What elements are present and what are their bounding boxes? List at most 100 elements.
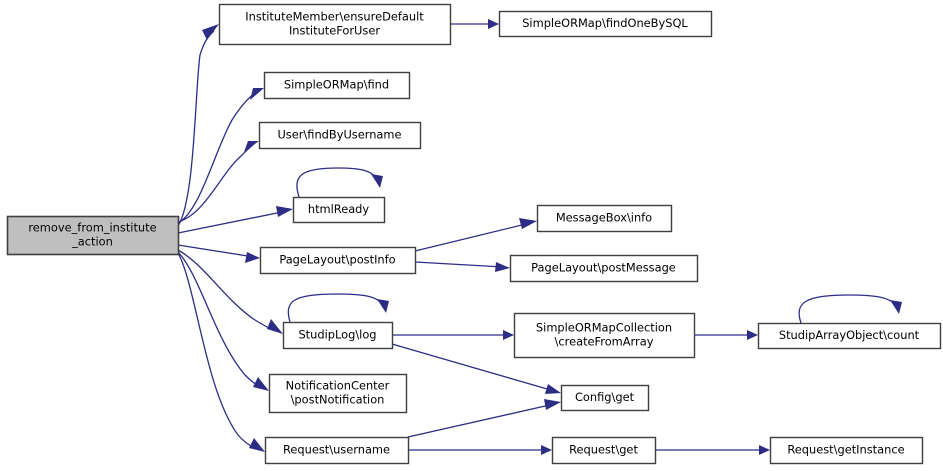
node-box[interactable] (258, 121, 422, 150)
arrow-head-icon (545, 384, 561, 394)
arrow-head-icon (267, 319, 283, 334)
node-box[interactable] (560, 384, 650, 412)
self-edge-line (798, 294, 897, 324)
edge-studiplog-to-createarray (392, 330, 514, 340)
node-label: _action (71, 235, 113, 249)
edge-createarray-to-arraycount (694, 330, 758, 340)
node-find[interactable]: SimpleORMap\find (263, 71, 411, 100)
node-label: InstituteMember\ensureDefault (245, 10, 424, 24)
edge-line (391, 343, 555, 392)
edge-requsername-to-configget (407, 399, 561, 438)
node-root[interactable]: remove_from_institute_action (6, 215, 180, 256)
edge-layer (177, 19, 770, 455)
node-box[interactable] (498, 10, 713, 38)
node-box[interactable] (292, 196, 386, 224)
node-notifcenter[interactable]: NotificationCenter\postNotification (268, 373, 408, 414)
node-label: \createFromArray (555, 335, 654, 349)
node-requsername[interactable]: Request\username (264, 436, 410, 465)
node-label: SimpleORMap\findOneBySQL (522, 16, 688, 30)
node-box[interactable] (259, 246, 417, 275)
arrow-head-icon (202, 24, 219, 40)
node-studiplog[interactable]: StudipLog\log (282, 321, 394, 350)
arrow-head-icon (276, 206, 293, 217)
node-box[interactable] (282, 321, 394, 350)
edge-line (177, 244, 255, 258)
node-configget[interactable]: Config\get (560, 384, 650, 412)
arrow-head-icon (244, 141, 259, 152)
node-createarray[interactable]: SimpleORMapCollection\createFromArray (513, 312, 696, 359)
node-box[interactable] (264, 436, 410, 465)
node-postinfo[interactable]: PageLayout\postInfo (259, 246, 417, 275)
arrow-head-icon (245, 252, 260, 263)
arrow-head-icon (503, 330, 514, 340)
node-label: User\findByUsername (277, 128, 401, 142)
arrow-head-icon (541, 445, 552, 455)
node-box[interactable] (513, 312, 696, 359)
node-postmessage[interactable]: PageLayout\postMessage (509, 254, 699, 283)
node-reqget[interactable]: Request\get (551, 436, 657, 465)
edge-root-to-find (177, 88, 264, 224)
edge-requsername-to-reqget (408, 445, 552, 455)
node-box[interactable] (757, 322, 942, 350)
edge-line (177, 251, 263, 389)
node-box[interactable] (509, 254, 699, 283)
node-label: Request\username (283, 443, 390, 457)
edge-root-to-findbyuser (177, 141, 259, 223)
arrow-head-icon (253, 377, 269, 391)
self-edge-line (287, 293, 384, 323)
node-label: Request\get (569, 443, 638, 457)
node-label: StudipLog\log (298, 328, 376, 342)
node-label: Request\getInstance (787, 443, 904, 457)
node-label: htmlReady (308, 202, 370, 216)
edge-root-to-ensure (177, 24, 219, 227)
edge-root-to-htmlready (177, 206, 293, 234)
node-box[interactable] (268, 373, 408, 414)
edge-line (177, 90, 259, 224)
node-htmlready[interactable]: htmlReady (292, 196, 386, 224)
node-box[interactable] (218, 3, 452, 46)
node-box[interactable] (536, 204, 673, 233)
node-msgboxinfo[interactable]: MessageBox\info (536, 204, 673, 233)
edge-line (177, 210, 288, 234)
arrow-head-icon (495, 262, 510, 272)
node-ensure[interactable]: InstituteMember\ensureDefaultInstituteFo… (218, 3, 452, 46)
edge-studiplog-to-configget (391, 343, 561, 394)
edge-ensure-to-findonebysql (450, 19, 499, 29)
node-box[interactable] (551, 436, 657, 465)
node-findonebysql[interactable]: SimpleORMap\findOneBySQL (498, 10, 713, 38)
node-label: InstituteForUser (289, 24, 380, 38)
arrow-head-icon (759, 445, 770, 455)
node-label: Config\get (575, 390, 635, 404)
edge-root-to-notifcenter (177, 251, 269, 391)
node-findbyuser[interactable]: User\findByUsername (258, 121, 422, 150)
arrow-head-icon (747, 330, 758, 340)
node-box[interactable] (263, 71, 411, 100)
arrow-head-icon (250, 88, 264, 100)
node-label: PageLayout\postInfo (279, 253, 395, 267)
self-edge-line (296, 167, 378, 198)
arrow-head-icon (488, 19, 499, 29)
edge-line (414, 222, 531, 252)
node-label: \postNotification (291, 393, 385, 407)
self-edge-arraycount (798, 294, 902, 324)
node-label: SimpleORMap\find (284, 78, 389, 92)
self-edge-htmlready (296, 167, 383, 198)
node-label: SimpleORMapCollection (536, 321, 672, 335)
node-layer: remove_from_institute_action InstituteMem… (6, 3, 942, 465)
self-edge-studiplog (287, 293, 389, 323)
node-box[interactable] (6, 215, 180, 256)
node-arraycount[interactable]: StudipArrayObject\count (757, 322, 942, 350)
node-label: NotificationCenter (286, 379, 390, 393)
arrow-head-icon (371, 174, 383, 188)
edge-root-to-postinfo (177, 244, 260, 263)
node-label: StudipArrayObject\count (779, 328, 920, 342)
edge-line (407, 403, 555, 438)
node-box[interactable] (769, 436, 924, 465)
edge-line (177, 252, 258, 450)
node-reqinstance[interactable]: Request\getInstance (769, 436, 924, 465)
arrow-head-icon (544, 399, 561, 410)
edge-root-to-requsername (177, 252, 265, 452)
arrow-head-icon (519, 218, 537, 229)
node-label: remove_from_institute (28, 221, 156, 235)
arrow-head-icon (249, 438, 265, 452)
